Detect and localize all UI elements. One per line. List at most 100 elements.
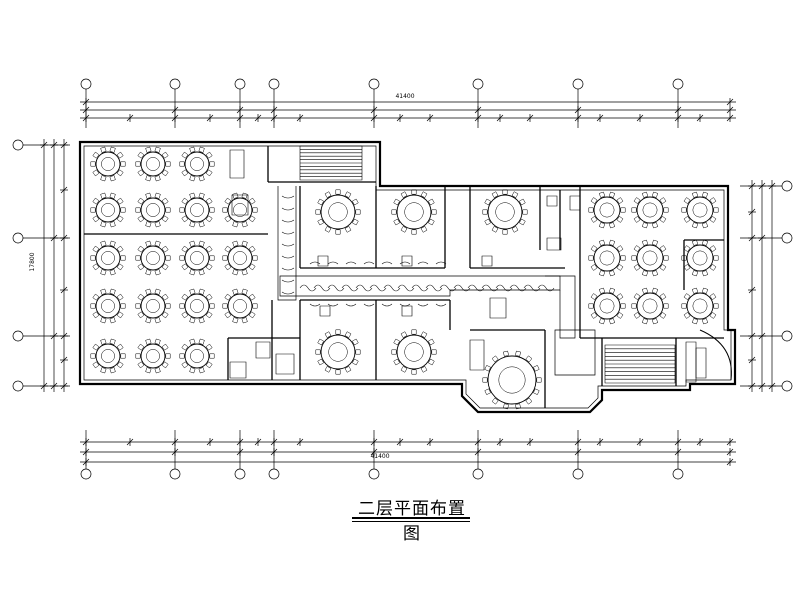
round-table (589, 288, 625, 324)
round-table (632, 240, 668, 276)
floor-hatch (328, 262, 338, 264)
floor-hatch (314, 285, 330, 291)
top-overall-dimension: 41400 (395, 93, 414, 100)
fixture-box (230, 362, 246, 378)
fixture-box (470, 340, 484, 370)
round-table (91, 193, 125, 227)
drawing-title: 二层平面布置图 (358, 499, 466, 544)
floor-hatch (400, 304, 410, 306)
round-table (180, 147, 214, 181)
floor-hatch (370, 285, 386, 291)
fixture-box (256, 342, 270, 358)
fixture-box (547, 238, 561, 250)
axis-bubble (473, 79, 483, 89)
round-table (136, 147, 170, 181)
floor-hatch (496, 285, 512, 291)
floor-hatch (436, 262, 446, 264)
floor-hatch (310, 262, 320, 264)
floor-hatch (510, 285, 526, 291)
corridor-outline (278, 186, 595, 375)
round-table (223, 193, 257, 227)
fixture-box (232, 195, 248, 215)
round-table (316, 330, 360, 374)
round-table (392, 190, 436, 234)
round-table (136, 289, 170, 323)
axis-bubble (170, 79, 180, 89)
fixture-box (402, 306, 412, 316)
title-underline-thick (352, 517, 470, 519)
axis-bubble (13, 381, 23, 391)
fixture-box (320, 306, 330, 316)
round-table (483, 190, 527, 234)
floor-hatch (418, 304, 428, 306)
fixture-box (686, 342, 696, 382)
floor-hatch (282, 244, 294, 246)
axis-bubble (782, 381, 792, 391)
axis-bubble (13, 331, 23, 341)
left-overall-dimension: 17800 (29, 252, 36, 271)
floor-hatch (412, 285, 428, 291)
floor-hatch (282, 280, 294, 282)
axis-bubble (673, 469, 683, 479)
round-table (136, 241, 170, 275)
floor-hatch (538, 285, 554, 291)
floor-hatch (346, 262, 356, 264)
interior-partitions (84, 146, 724, 408)
round-table (682, 288, 718, 324)
floor-hatch (282, 292, 294, 294)
bottom-dimension-lines (80, 438, 736, 466)
floor-hatch (400, 262, 410, 264)
fixture-box (318, 256, 328, 266)
axis-bubble (269, 469, 279, 479)
floor-hatch (524, 285, 540, 291)
exterior-walls (80, 142, 735, 412)
floor-hatch (468, 285, 484, 291)
axis-bubble (673, 79, 683, 89)
floor-hatch (282, 268, 294, 270)
left-dimension-lines (40, 139, 68, 392)
axis-bubble (235, 469, 245, 479)
grid-axis-bubbles (13, 79, 792, 479)
round-tables (91, 147, 718, 409)
round-table (180, 241, 214, 275)
fixture-box (230, 150, 244, 178)
floor-hatch (328, 304, 338, 306)
floor-hatch (282, 196, 294, 198)
axis-bubble (782, 233, 792, 243)
floor-hatch (356, 285, 372, 291)
axis-bubble (369, 79, 379, 89)
floor-hatch (282, 256, 294, 258)
floor-hatch (364, 262, 374, 264)
round-table (136, 339, 170, 373)
fixture-box (570, 196, 580, 210)
round-table (483, 351, 541, 409)
stairs (300, 146, 675, 383)
floor-hatch (342, 285, 358, 291)
floor-hatch (382, 262, 392, 264)
fixture-box (547, 196, 557, 206)
axis-bubble (782, 181, 792, 191)
axis-bubble (81, 469, 91, 479)
axis-bubble (13, 233, 23, 243)
round-table (589, 192, 625, 228)
round-table (91, 289, 125, 323)
floor-hatch (328, 285, 344, 291)
floor-hatch (426, 285, 442, 291)
axis-bubble (369, 469, 379, 479)
axis-bubble (235, 79, 245, 89)
axis-bubble (170, 469, 180, 479)
round-table (91, 147, 125, 181)
round-table (682, 192, 718, 228)
floor-hatch (454, 285, 470, 291)
floor-hatch (382, 304, 392, 306)
floor-hatch (364, 304, 374, 306)
floor-hatch (440, 285, 456, 291)
fixtures (230, 150, 706, 382)
round-table (632, 192, 668, 228)
round-table (223, 289, 257, 323)
round-table (392, 330, 436, 374)
floor-hatch (398, 285, 414, 291)
floor-hatch (418, 262, 428, 264)
floor-hatch (282, 208, 294, 210)
